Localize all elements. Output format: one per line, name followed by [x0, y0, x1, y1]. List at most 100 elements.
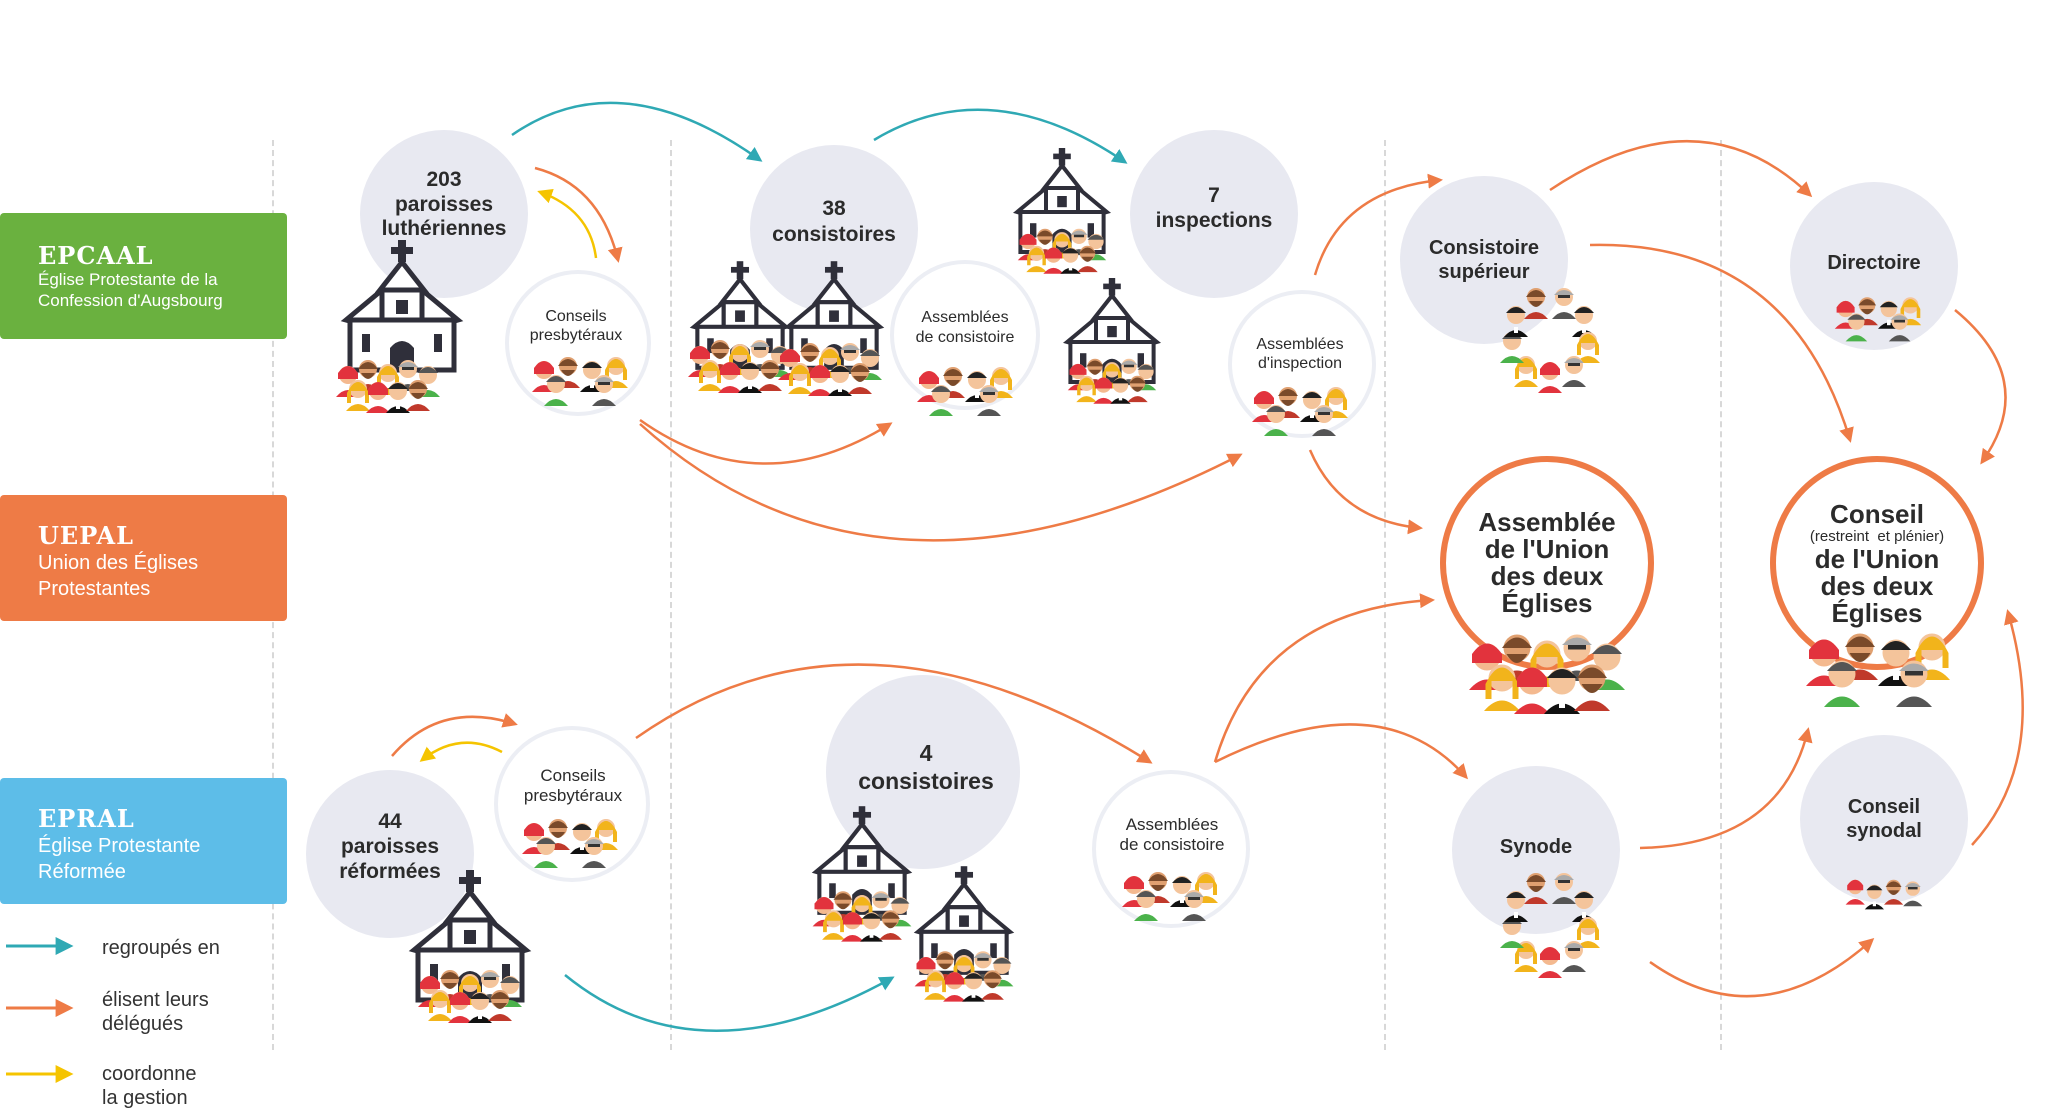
people-icon [1835, 297, 1921, 341]
legend-coordonne-line2: la gestion [102, 1087, 188, 1109]
epcaal-fullname-line1: Église Protestante de la [38, 270, 218, 289]
conseils-bottom-label1: Conseils [540, 766, 606, 785]
legend-elisent-line2: délégués [102, 1013, 184, 1035]
legend-coordonne-line1: coordonne [102, 1063, 197, 1085]
arrow-elisent [1313, 173, 1443, 276]
conseils-top-label1: Conseils [545, 308, 607, 325]
arrow-elisent [1213, 593, 1435, 763]
people-circle-icon [1500, 873, 1600, 978]
people-icon [532, 357, 628, 406]
epcaal-label: EPCAAL Église Protestante de la Confessi… [0, 213, 287, 339]
synode-label: Synode [1499, 836, 1573, 858]
paroisses-lutheriennes-label1: paroisses [394, 193, 494, 216]
directoire-label: Directoire [1827, 252, 1921, 274]
consistoires-4-count: 4 [919, 740, 933, 766]
node-assemblees-consistoire-top [890, 260, 1040, 410]
assemblees-consistoire-top-label1: Assemblées [921, 309, 1009, 326]
node-assemblees-consistoire-bottom [1092, 770, 1250, 928]
epral-fullname-line1: Église Protestante [38, 835, 201, 857]
node-assemblees-inspection [1228, 290, 1376, 438]
conseil-synodal-label2: synodal [1846, 820, 1922, 842]
assemblee-union-label2: de l'Union [1484, 534, 1610, 564]
assemblees-consistoire-bottom-label1: Assemblées [1125, 815, 1219, 834]
node-inspections [1130, 130, 1298, 298]
arrow-elisent [1589, 243, 1854, 443]
node-conseils-presbyteraux-top [505, 270, 651, 416]
assemblees-inspection-label2: d'inspection [1258, 355, 1342, 372]
column-separator [670, 140, 672, 1050]
people-icon [1806, 634, 1950, 708]
people-icon [917, 367, 1013, 416]
node-synode [1452, 766, 1620, 934]
people-icon [1845, 879, 1923, 910]
column-separator [1384, 140, 1386, 1050]
conseil-union-label4: Églises [1831, 598, 1923, 628]
people-icon [1252, 387, 1348, 436]
arrow-elisent [1649, 938, 1875, 998]
conseil-union-label2: de l'Union [1814, 544, 1940, 574]
consistoire-superieur-label1: Consistoire [1428, 237, 1540, 259]
node-paroisses-lutheriennes [360, 130, 528, 298]
conseil-union-sublabel: (restreint et plénier) [1809, 528, 1945, 545]
paroisses-lutheriennes-count: 203 [426, 168, 462, 191]
consistoire-superieur-label2: supérieur [1438, 261, 1530, 283]
legend-elisent-line1: élisent leurs [102, 989, 209, 1011]
uepal-fullname-line1: Union des Églises [38, 552, 199, 574]
column-separator [1720, 140, 1722, 1050]
arrow-coordonne [537, 189, 598, 259]
epcaal-abbr: EPCAAL [38, 241, 154, 270]
arrow-elisent [1214, 723, 1468, 780]
arrow-elisent [1308, 449, 1423, 535]
uepal-abbr: UEPAL [38, 521, 135, 550]
conseil-union-label3: des deux [1820, 571, 1934, 601]
inspections-count: 7 [1208, 184, 1220, 207]
conseil-union-label1: Conseil [1830, 499, 1924, 529]
arrow-regroupes [873, 108, 1128, 164]
people-icon [813, 891, 912, 941]
assemblees-consistoire-top-label2: de consistoire [915, 329, 1015, 346]
paroisses-lutheriennes-label2: luthériennes [381, 217, 507, 240]
arrow-regroupes [564, 974, 895, 1032]
church-icon [346, 240, 458, 370]
node-conseil-synodal [1800, 735, 1968, 903]
arrow-elisent [639, 423, 1243, 542]
arrow-elisent [391, 713, 518, 757]
arrow-elisent [1639, 727, 1813, 850]
consistoires-38-label: consistoires [772, 223, 896, 246]
assemblee-union-label4: Églises [1501, 588, 1593, 618]
arrow-elisent [1549, 140, 1813, 198]
arrow-elisent [639, 418, 893, 465]
legend-regroupes: regroupés en [102, 937, 220, 959]
conseils-top-label2: presbytéraux [529, 327, 623, 344]
assemblees-inspection-label1: Assemblées [1256, 336, 1344, 353]
paroisses-reformees-count: 44 [378, 810, 402, 833]
epral-fullname-line2: Réformée [38, 861, 126, 883]
consistoires-38-count: 38 [822, 197, 846, 220]
assemblees-consistoire-bottom-label2: de consistoire [1119, 835, 1225, 854]
epcaal-fullname-line2: Confession d'Augsbourg [38, 291, 223, 310]
node-paroisses-reformees [306, 770, 474, 938]
people-icon [522, 819, 618, 868]
assemblee-union-label1: Assemblée [1478, 507, 1616, 537]
node-conseil-union [1770, 456, 1984, 670]
assemblee-union-label3: des deux [1490, 561, 1604, 591]
uepal-label: UEPAL Union des Églises Protestantes [0, 495, 287, 621]
node-conseils-presbyteraux-bottom [494, 726, 650, 882]
epral-abbr: EPRAL [38, 804, 135, 833]
arrow-regroupes [511, 101, 763, 162]
arrow-elisent [534, 166, 623, 263]
inspections-label: inspections [1155, 209, 1273, 232]
arrow-elisent [1971, 609, 2024, 846]
epral-label: EPRAL Église Protestante Réformée [0, 778, 287, 904]
arrow-coordonne [419, 741, 503, 762]
conseil-synodal-label1: Conseil [1847, 796, 1921, 818]
arrow-elisent [635, 663, 1153, 764]
paroisses-reformees-label2: réformées [339, 860, 441, 883]
people-icon [1122, 872, 1218, 921]
people-icon [915, 951, 1014, 1001]
paroisses-reformees-label1: paroisses [340, 835, 440, 858]
consistoires-4-label: consistoires [858, 768, 994, 794]
arrow-elisent [1954, 309, 2007, 465]
people-icon [336, 360, 440, 413]
